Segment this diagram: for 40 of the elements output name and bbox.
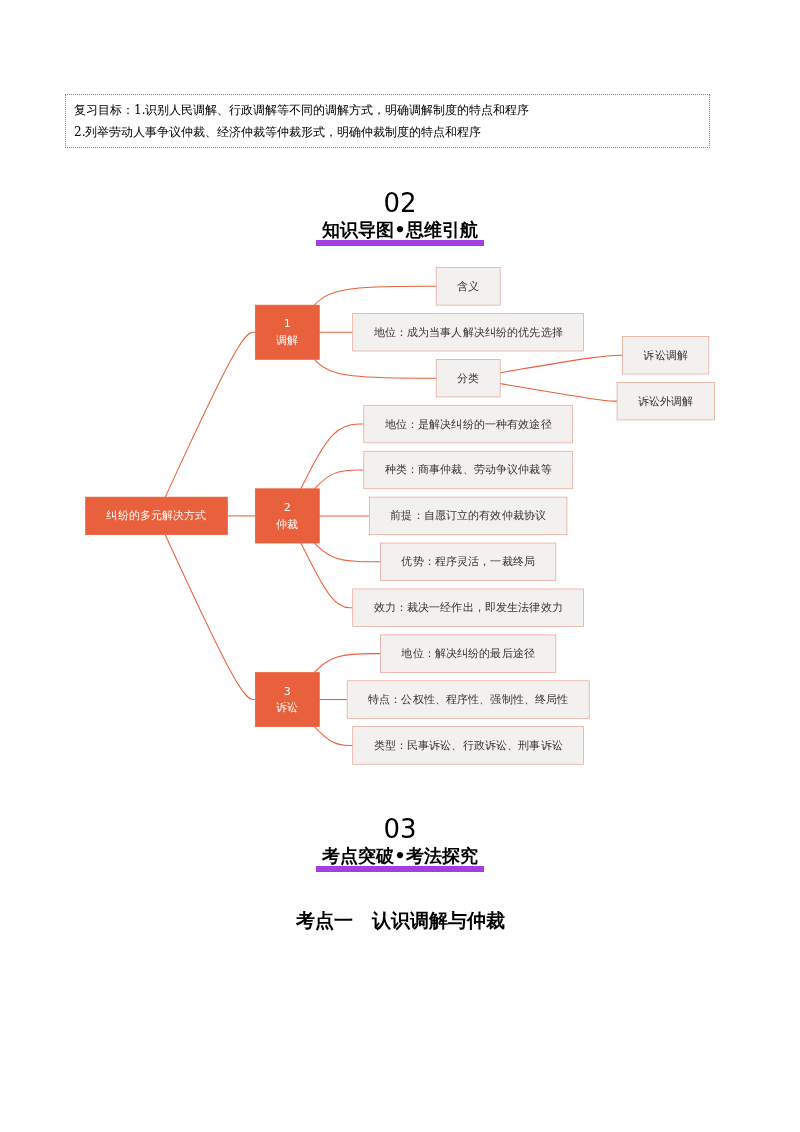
node-box: 类型：民事诉讼、行政诉讼、刑事诉讼 [352, 726, 584, 765]
connector [313, 469, 365, 490]
node-box: 效力：裁决一经作出，即发生法律效力 [352, 588, 584, 627]
node-box: 含义 [435, 267, 501, 306]
node-box: 分类 [435, 359, 501, 398]
node-box: 优势：程序灵活，一裁终局 [380, 542, 557, 581]
goal-text: 2.列举劳动人事争议仲裁、经济仲裁等仲裁形式，明确仲裁制度的特点和程序 [74, 124, 483, 141]
node-box: 1 调解 [254, 304, 320, 360]
connector [164, 331, 256, 498]
section-number: 03 [383, 813, 417, 844]
connector [318, 699, 348, 701]
node-box: 诉讼调解 [622, 336, 710, 375]
node-box: 种类：商事仲裁、劳动争议仲裁等 [363, 450, 573, 490]
node-box: 地位：成为当事人解决纠纷的优先选择 [352, 313, 584, 352]
connector [313, 653, 382, 673]
subsection-heading: 考点一 认识调解与仲裁 [295, 908, 505, 931]
node-box: 纠纷的多元解决方式 [85, 496, 228, 536]
connector [300, 423, 365, 490]
node-box: 前提：自愿订立的有效仲裁协议 [369, 496, 568, 536]
node-box: 3 诉讼 [254, 672, 320, 728]
connector [164, 534, 256, 701]
node-box: 诉讼外调解 [616, 382, 715, 421]
section-heading: 知识导图•思维引航 [316, 219, 484, 246]
connector [499, 383, 618, 402]
goal-text: 复习目标：1.识别人民调解、行政调解等不同的调解方式，明确调解制度的特点和程序 [74, 102, 531, 119]
connector [313, 285, 437, 306]
connector [300, 542, 354, 609]
node-box: 特点：公权性、程序性、强制性、终局性 [346, 680, 590, 719]
connector [499, 354, 624, 374]
node-box: 地位：是解决纠纷的一种有效途径 [363, 404, 573, 444]
connector [318, 515, 370, 517]
connector [313, 358, 437, 379]
connector [313, 542, 382, 563]
connector [226, 515, 256, 517]
connector [313, 726, 354, 746]
node-box: 地位：解决纠纷的最后途径 [380, 634, 557, 673]
section-heading: 考点突破•考法探究 [316, 844, 484, 872]
node-box: 2 仲裁 [254, 488, 320, 544]
section-number: 02 [383, 188, 417, 218]
connector [318, 331, 354, 333]
